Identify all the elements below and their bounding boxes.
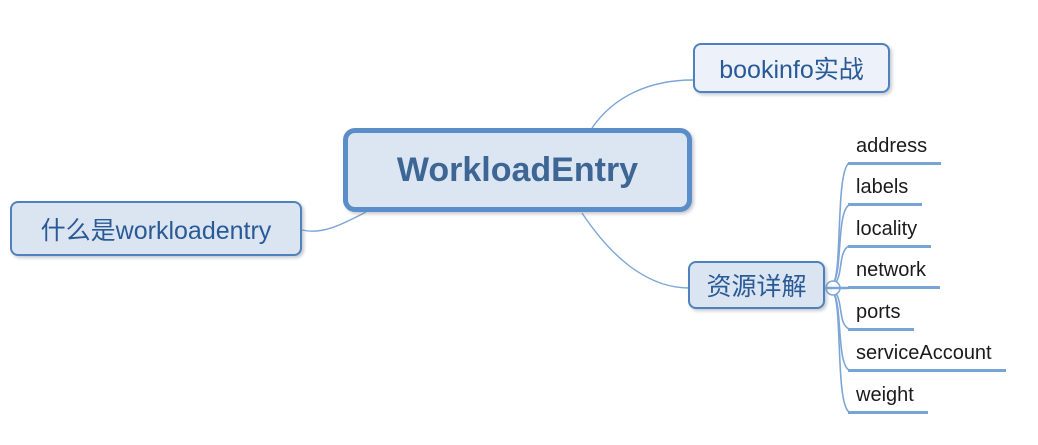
topic-what-is-workloadentry[interactable]: 什么是workloadentry bbox=[10, 201, 302, 256]
subtopic-weight[interactable]: weight bbox=[848, 383, 928, 414]
subtopic-address[interactable]: address bbox=[848, 134, 942, 165]
branch-curve-bottom-right bbox=[581, 212, 690, 289]
child-curve-locality bbox=[834, 245, 850, 284]
topic-resource-detail[interactable]: 资源详解 bbox=[688, 261, 825, 309]
child-curve-weight bbox=[833, 293, 850, 413]
child-curve-ports bbox=[834, 292, 850, 330]
branch-curve-top-right bbox=[591, 79, 694, 129]
subtopic-ports[interactable]: ports bbox=[848, 300, 915, 331]
subtopic-serviceaccount[interactable]: serviceAccount bbox=[848, 341, 1006, 372]
subtopic-locality[interactable]: locality bbox=[848, 217, 932, 248]
subtopic-labels[interactable]: labels bbox=[848, 175, 923, 206]
subtopic-network[interactable]: network bbox=[848, 258, 941, 289]
root-topic-workloadentry[interactable]: WorkloadEntry bbox=[343, 128, 692, 212]
topic-bookinfo-practice[interactable]: bookinfo实战 bbox=[693, 43, 890, 93]
branch-curve-left bbox=[301, 211, 367, 232]
child-curve-labels bbox=[833, 204, 850, 283]
